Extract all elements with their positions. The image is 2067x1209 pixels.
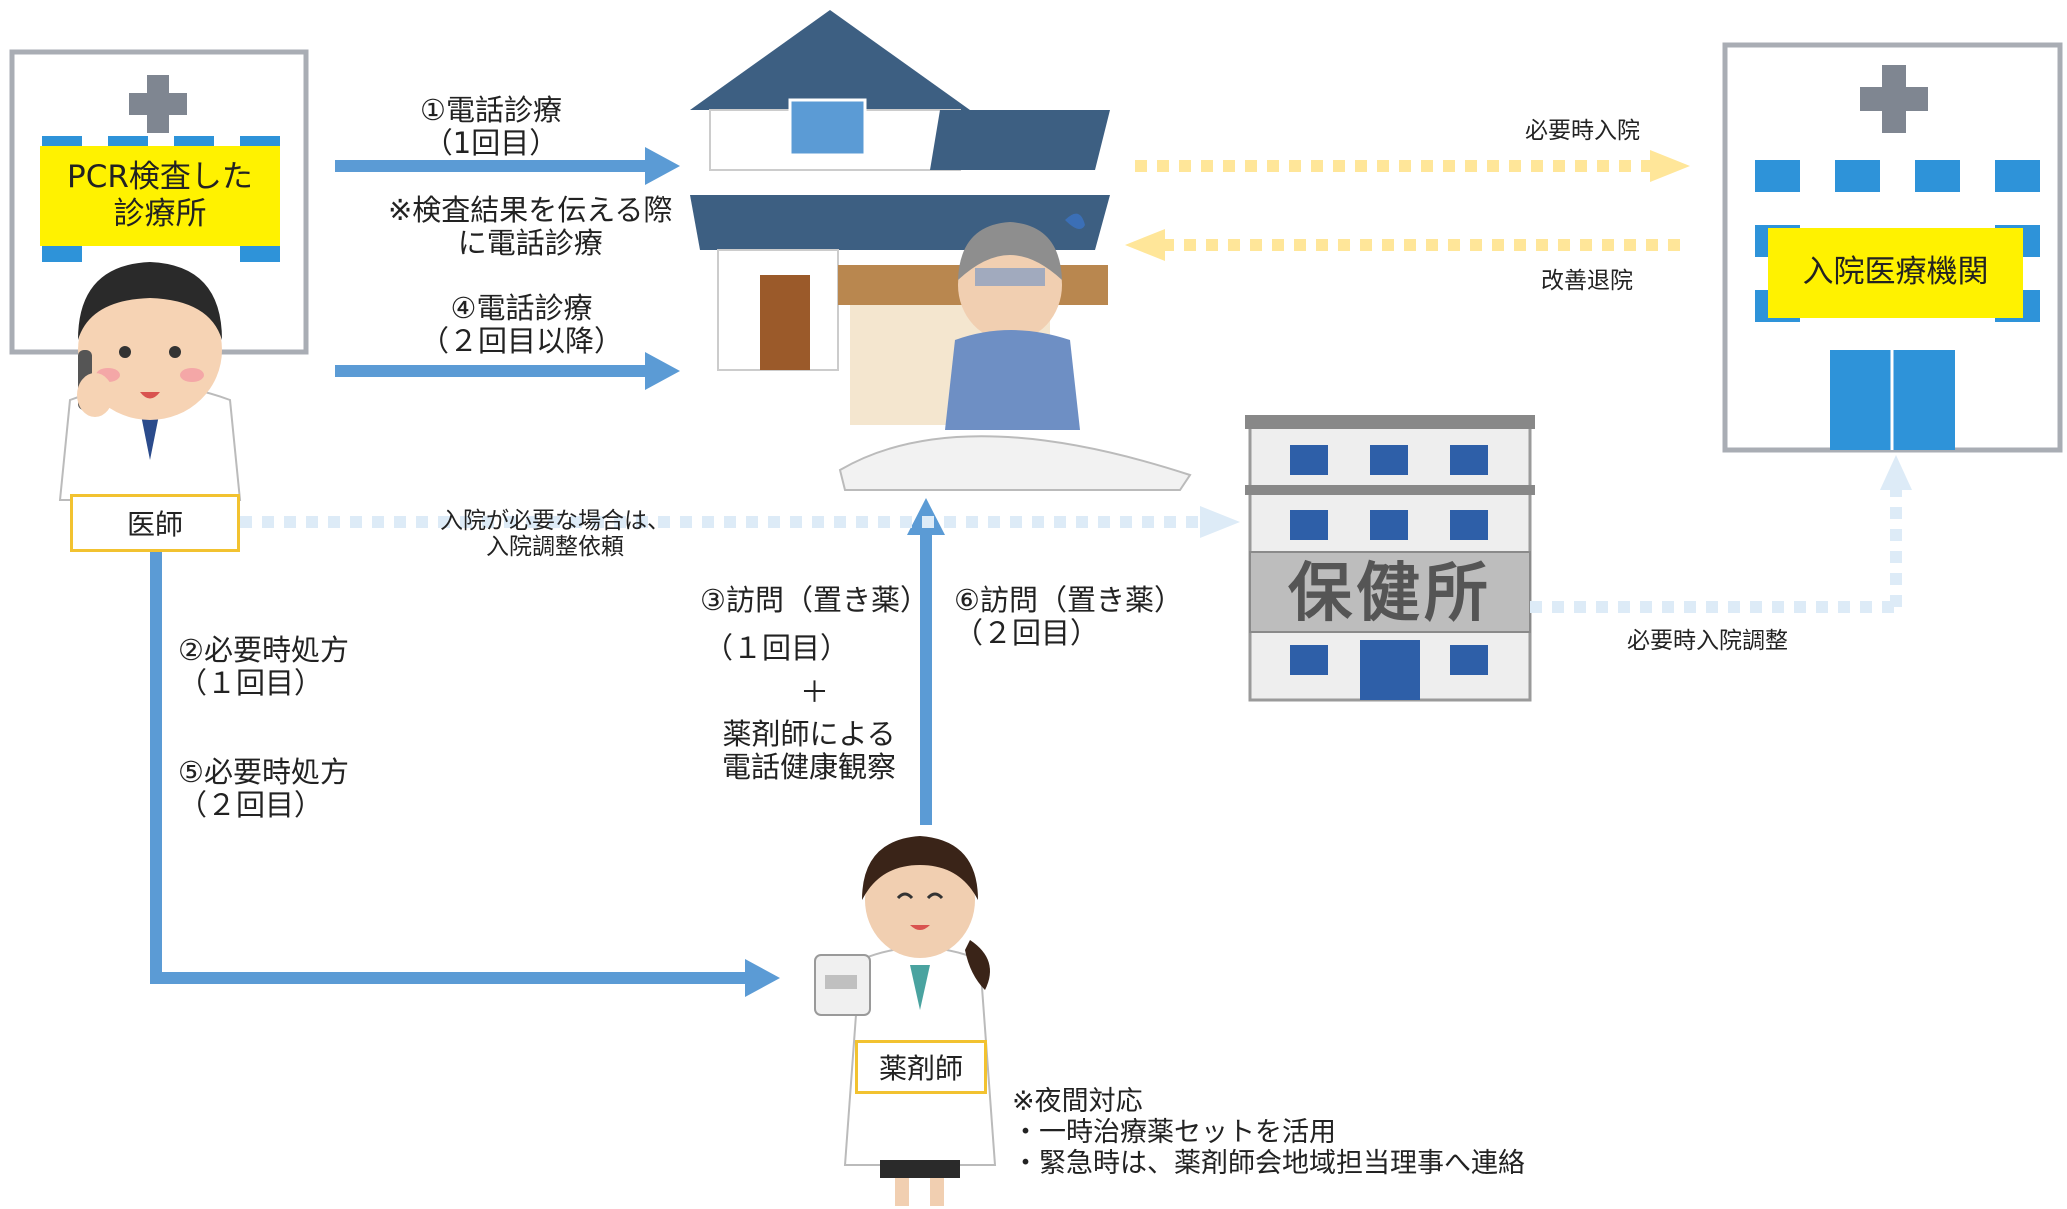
arrow-visit — [920, 530, 932, 825]
prescription1-label: ②必要時処方 （１回目） — [178, 633, 349, 701]
arrow-prescription — [150, 548, 162, 984]
arrow-call1 — [335, 160, 650, 172]
solid-arrows — [150, 147, 945, 997]
pharmacist-role-label: 薬剤師 — [855, 1040, 987, 1094]
plus-label: ＋ — [800, 675, 830, 709]
admission-coordination-label: 必要時入院調整 — [1627, 628, 1788, 654]
call2-label: ④電話診療 （２回目以降） — [420, 291, 624, 359]
house-illustration-icon — [690, 10, 1192, 491]
visit1-count-label: （１回目） — [704, 631, 850, 665]
dotted-yellow-arrows — [1125, 150, 1690, 261]
doctor-role-label: 医師 — [70, 494, 240, 552]
dotted-blue-arrows — [240, 455, 1912, 613]
night-support-note: ※夜間対応 ・一時治療薬セットを活用 ・緊急時は、薬剤師会地域担当理事へ連絡 — [1012, 1086, 1525, 1180]
clinic-label: PCR検査した 診療所 — [40, 146, 280, 246]
pharmacist-illustration-icon — [814, 836, 997, 1206]
phone-observation-label: 薬剤師による 電話健康観察 — [722, 717, 897, 785]
discharge-label: 改善退院 — [1541, 268, 1633, 294]
doctor-illustration-icon — [58, 262, 242, 501]
hospital-label: 入院医療機関 — [1768, 228, 2023, 318]
prescription2-label: ⑤必要時処方 （２回目） — [178, 755, 349, 823]
call1-note-label: ※検査結果を伝える際 に電話診療 — [388, 193, 673, 261]
arrow-call2 — [335, 365, 650, 377]
admission-label: 必要時入院 — [1525, 118, 1640, 144]
visit2-label: ⑥訪問（置き薬） （２回目） — [954, 583, 1183, 651]
call1-label: ①電話診療 （1回目） — [420, 93, 562, 161]
visit1-label: ③訪問（置き薬） — [700, 583, 929, 617]
health-center-label: 保健所 — [1288, 557, 1492, 631]
admission-request-label: 入院が必要な場合は、 入院調整依頼 — [440, 508, 670, 561]
health-center-building-icon: 保健所 — [1245, 415, 1535, 702]
